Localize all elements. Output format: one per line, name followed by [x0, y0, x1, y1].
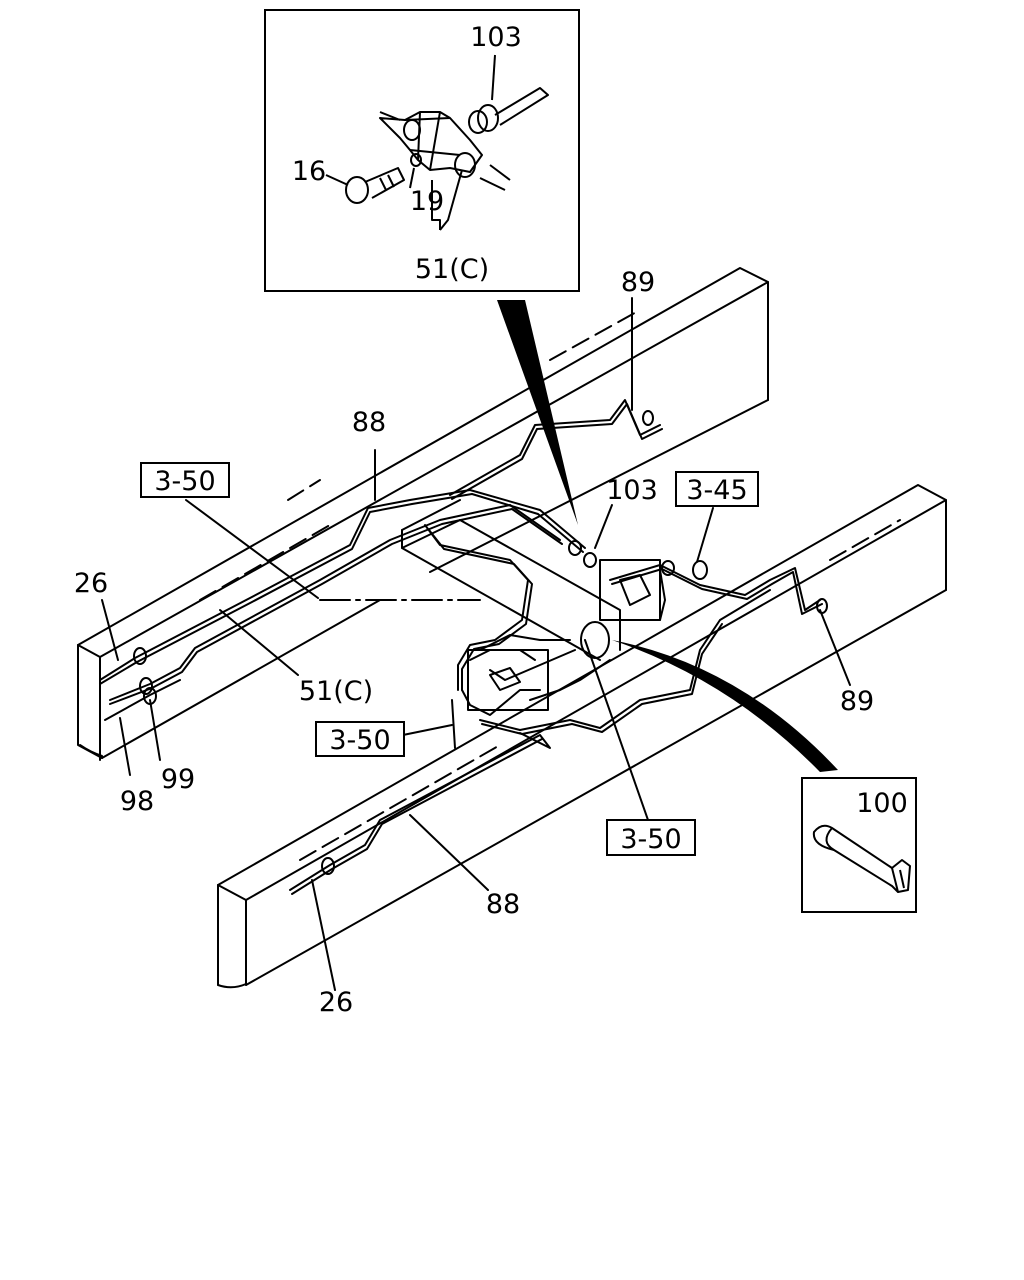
detail-edge-protector [801, 777, 917, 913]
callout-88-bottom: 88 [486, 889, 520, 920]
callout-103-main: 103 [606, 475, 658, 506]
callout-98: 98 [120, 786, 154, 817]
leader-lines [101, 297, 881, 991]
ref-box-right-top[interactable]: 3-45 [675, 471, 759, 507]
inset-pointer [497, 300, 578, 525]
callouts: 103 16 19 51(C) 89 88 103 26 51(C) 99 98… [74, 22, 908, 1018]
callout-26-bottom: 26 [319, 987, 353, 1018]
detail-pointer [612, 640, 838, 772]
flare-nut-icon [403, 104, 499, 178]
callout-103-inset: 103 [470, 22, 522, 53]
flare-nut-icon [133, 647, 147, 665]
callout-89-top: 89 [621, 267, 655, 298]
callout-99: 99 [161, 764, 195, 795]
edge-protector-icon [812, 824, 911, 893]
callout-16-inset: 16 [292, 156, 326, 187]
bolt-icon [345, 167, 405, 204]
callout-51c-main: 51(C) [299, 676, 373, 707]
callout-26-left: 26 [74, 568, 108, 599]
ref-box-center-bottom[interactable]: 3-50 [606, 819, 696, 856]
callout-19-inset: 19 [410, 186, 444, 217]
ref-label: 3-45 [686, 475, 747, 506]
callout-89-right: 89 [840, 686, 874, 717]
ref-label: 3-50 [154, 466, 215, 497]
callout-100: 100 [856, 788, 908, 819]
fittings [133, 410, 828, 875]
ref-label: 3-50 [620, 824, 681, 855]
ref-box-left-top[interactable]: 3-50 [140, 462, 230, 498]
inset-cross-fitting [264, 9, 580, 292]
ref-box-left-mid[interactable]: 3-50 [315, 721, 405, 757]
left-frame-rail [77, 267, 769, 761]
callout-88-top: 88 [352, 407, 386, 438]
callout-51c-inset: 51(C) [415, 254, 489, 285]
ref-label: 3-50 [329, 725, 390, 756]
